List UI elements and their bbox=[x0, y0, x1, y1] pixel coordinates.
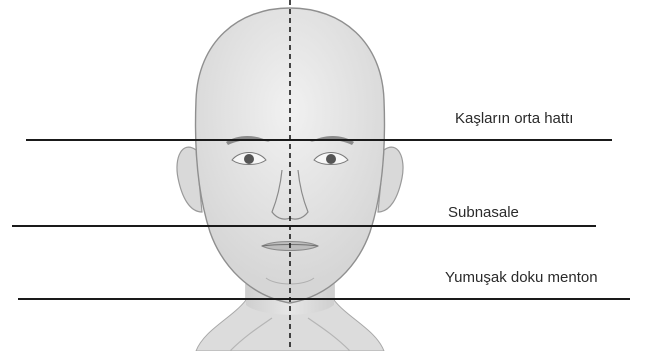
brow-midline-label: Kaşların orta hattı bbox=[455, 110, 573, 127]
subnasale-label: Subnasale bbox=[448, 204, 519, 221]
soft-tissue-menton-label: Yumuşak doku menton bbox=[445, 269, 598, 286]
